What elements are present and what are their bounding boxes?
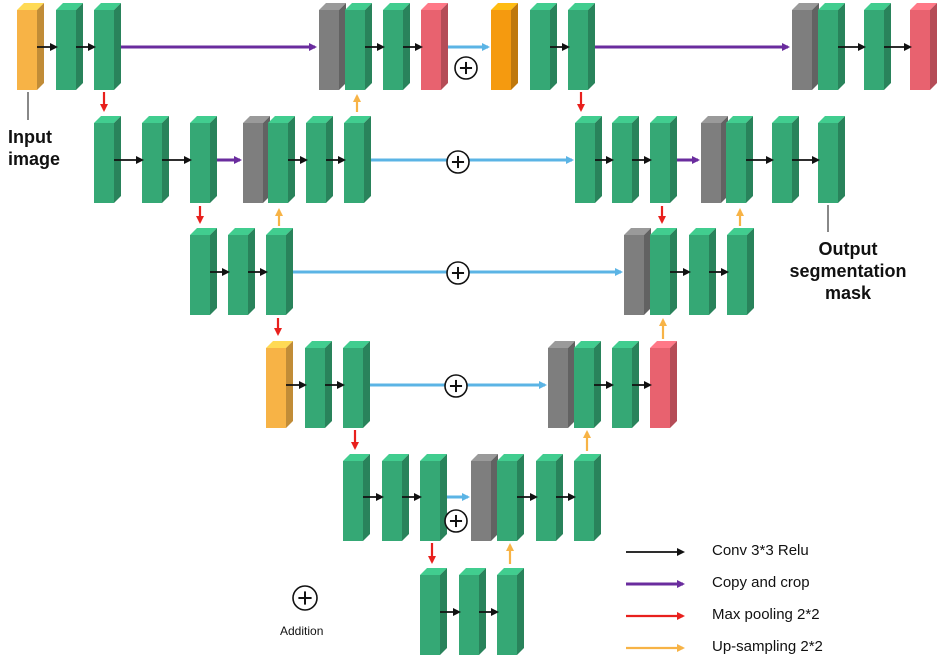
addition-legend-label: Addition [280,624,324,638]
addition-icon-1 [454,56,478,80]
level1-concat-block-4 [319,3,346,90]
level5-conv-block-3 [420,454,447,541]
input-caption-line1: Input [8,127,52,147]
level4-conv-block-2 [305,341,332,428]
level4-output-block-7 [650,341,677,428]
input-caption-line2: image [8,149,61,169]
addition-icon-2 [446,150,470,174]
legend-label-copy: Copy and crop [712,574,810,591]
level5-concat-block-4 [471,454,498,541]
level6-conv-block-1 [420,568,447,655]
legend-label-pool: Max pooling 2*2 [712,606,820,623]
legend-arrows [626,548,685,652]
level5-conv-block-7 [574,454,601,541]
level1-conv-block-6 [383,3,410,90]
leader-lines [27,92,829,232]
level1-conv-block-12 [818,3,845,90]
level1-output-block-14 [910,3,937,90]
output-caption-line1: Output [818,239,878,259]
level3-concat-block-4 [624,228,651,315]
level2-conv-block-10 [650,116,677,203]
addition-icon-3 [446,261,470,285]
level5-conv-block-1 [343,454,370,541]
level6-conv-block-2 [459,568,486,655]
input-image-caption: Input image [8,126,60,170]
level3-conv-block-7 [727,228,754,315]
level1-concat-block-11 [792,3,819,90]
level2-conv-block-14 [818,116,845,203]
level2-conv-block-2 [142,116,169,203]
level4-conv-block-3 [343,341,370,428]
level1-input-block-1 [17,3,44,90]
level5-conv-block-6 [536,454,563,541]
level3-conv-block-6 [689,228,716,315]
level1-conv-block-10 [568,3,595,90]
level1-orange-block-8 [491,3,518,90]
output-caption-line2: segmentation [789,261,907,281]
addition-symbols [292,56,478,611]
level1-output-block-7 [421,3,448,90]
addition-legend-icon [292,585,318,611]
level2-concat-block-4 [243,116,270,203]
level2-conv-block-3 [190,116,217,203]
level5-conv-block-2 [382,454,409,541]
level3-conv-block-3 [266,228,293,315]
level2-conv-block-7 [344,116,371,203]
feature-map-blocks [17,3,937,655]
level4-concat-block-4 [548,341,575,428]
level1-conv-block-3 [94,3,121,90]
legend-label-conv: Conv 3*3 Relu [712,542,809,559]
legend-label-up: Up-sampling 2*2 [712,638,823,655]
output-caption-line3: mask [824,283,872,303]
level2-conv-block-8 [575,116,602,203]
addition-icon-4 [444,374,468,398]
level2-concat-block-11 [701,116,728,203]
output-mask-caption: Output segmentation mask [778,238,918,304]
level2-conv-block-1 [94,116,121,203]
level6-conv-block-3 [497,568,524,655]
conv-arrows [37,43,912,616]
addition-icon-5 [444,509,468,533]
